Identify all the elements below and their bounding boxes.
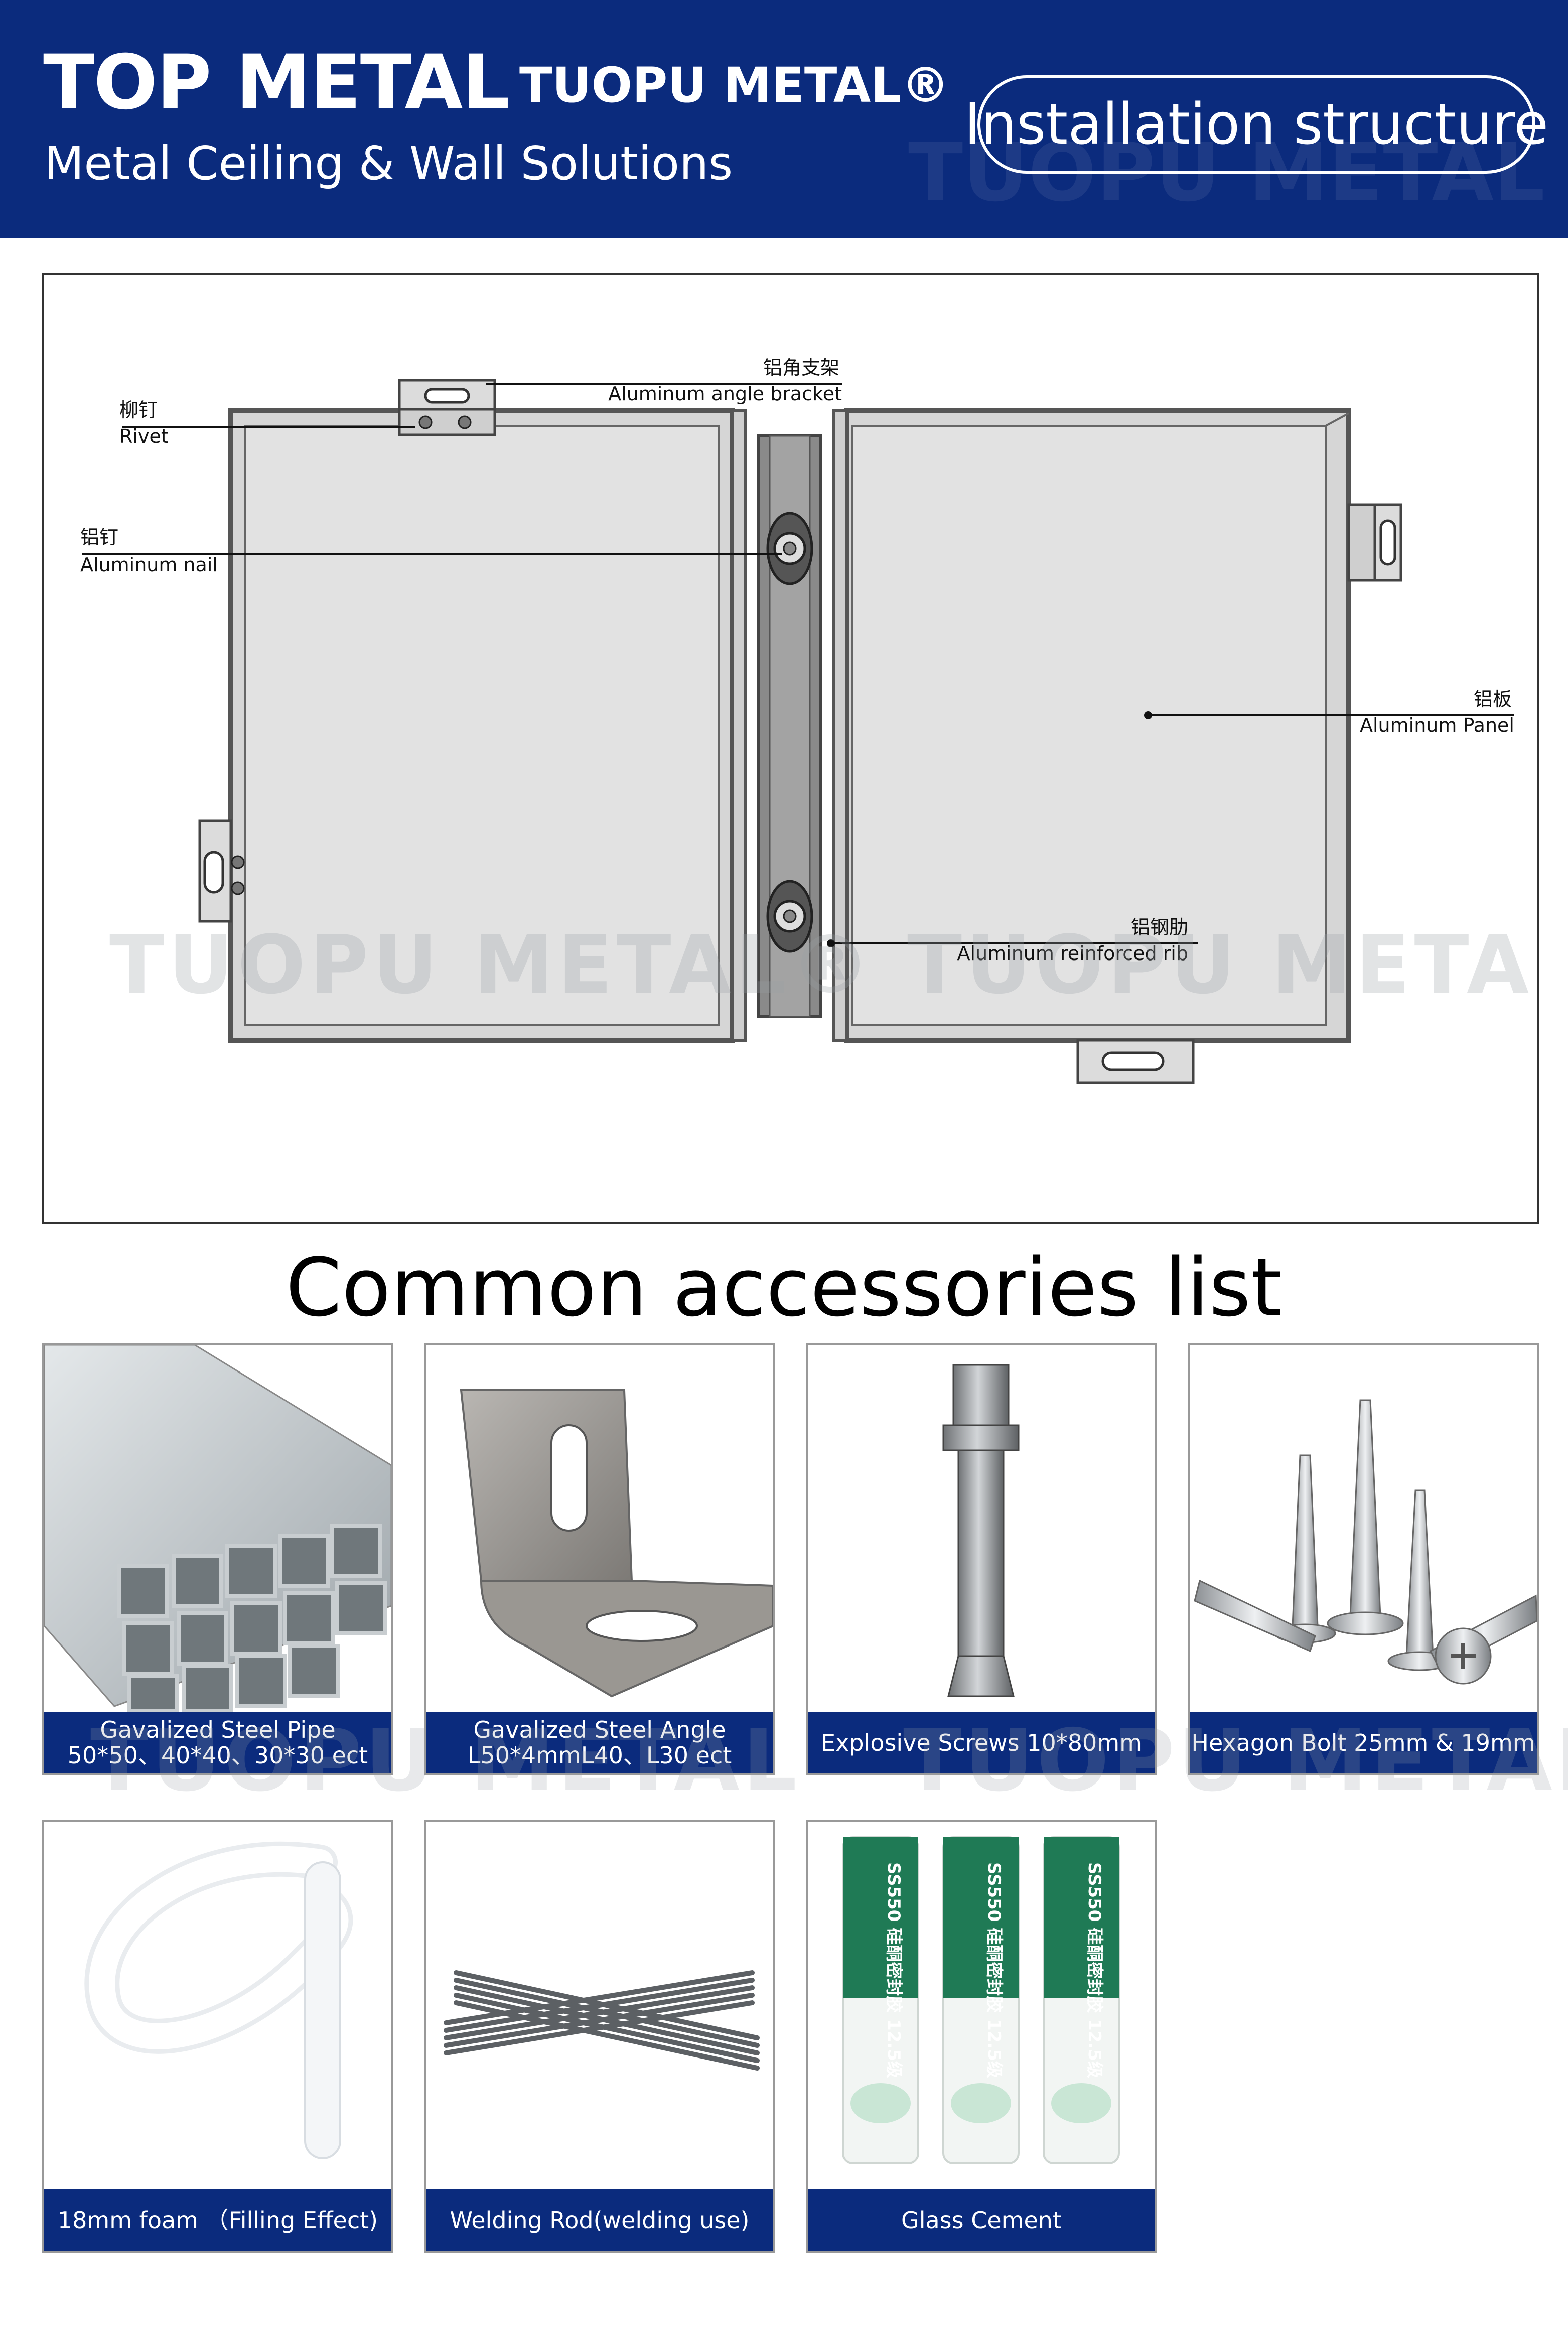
rib-bolt-top [766,512,813,585]
accessory-card-explosive-screws: Explosive Screws 10*80mm [806,1343,1157,1775]
tube-label: SS550 硅酮密封胶 12.5级 [884,1862,904,2078]
accessory-caption: Glass Cement [808,2189,1155,2251]
accessories-watermark-right: TUOPU METAL [903,1711,1568,1811]
accessory-caption: Gavalized Steel Angle L50*4mmL40、L30 ect [426,1712,773,1773]
tube-label: SS550 硅酮密封胶 12.5级 [984,1862,1004,2078]
accessory-card-glass-cement: SS550 硅酮密封胶 12.5级 SS550 硅酮密封胶 12.5级 SS55… [806,1820,1157,2253]
center-frame-right [832,409,848,1042]
accessory-name: Explosive Screws 10*80mm [821,1729,1142,1756]
brand-tagline: Metal Ceiling & Wall Solutions [44,136,733,190]
diagram-watermark-left: TUOPU METAL® [109,918,875,1012]
section-pill: Installation structure [964,75,1548,174]
installation-diagram: 铝角支架 Aluminum angle bracket 柳钉 Rivet 铝钉 … [42,273,1539,1224]
tube-label: SS550 硅酮密封胶 12.5级 [1084,1862,1104,2078]
accessories-watermark-left: TUOPU METAL [90,1711,800,1811]
welding-rods-icon [444,1970,760,2071]
accessory-name: Welding Rod(welding use) [450,2206,750,2234]
accessory-caption: Explosive Screws 10*80mm [808,1712,1155,1773]
sealant-tube: SS550 硅酮密封胶 12.5级 [842,1836,919,2164]
rib-label: Aluminum reinforced rib [957,942,1188,965]
nail-label-cn: 铝钉 [80,526,118,548]
leader-lines [82,383,1514,944]
bracket-label-cn: 铝角支架 [763,357,839,379]
angle-bracket-right [1347,503,1402,582]
rib-label-cn: 铝钢肋 [1131,916,1188,938]
panel-label-cn: 铝板 [1474,688,1512,710]
center-frame-left [731,409,747,1042]
sealant-tubes-icon: SS550 硅酮密封胶 12.5级 SS550 硅酮密封胶 12.5级 SS55… [842,1836,1120,2164]
rib-bolt-bottom [766,880,813,953]
accessory-name: 18mm foam （Filling Effect) [57,2206,378,2234]
angle-bracket-left [198,819,245,923]
rib-pointer-dot [827,939,835,947]
accessory-caption: Gavalized Steel Pipe 50*50、40*40、30*30 e… [44,1712,391,1773]
screws-icon [1194,1399,1537,1685]
accessory-spec: 50*50、40*40、30*30 ect [67,1742,368,1769]
accessory-name: Gavalized Steel Angle [473,1716,726,1744]
bracket-label: Aluminum angle bracket [608,383,842,405]
accessory-name: Glass Cement [901,2206,1062,2234]
diagram-watermark-right: TUOPU METAL® [907,918,1537,1012]
accessories-title: Common accessories list [286,1241,1282,1334]
accessory-caption: 18mm foam （Filling Effect) [44,2189,391,2251]
accessory-card-steel-angle: Gavalized Steel Angle L50*4mmL40、L30 ect [424,1343,775,1775]
accessory-card-steel-pipe: Gavalized Steel Pipe 50*50、40*40、30*30 e… [42,1343,393,1775]
brand-name-secondary: TUOPU METAL® [519,57,950,113]
angle-bracket-bottom [1076,1039,1195,1084]
panel-label: Aluminum Panel [1360,714,1514,736]
accessory-spec: L50*4mmL40、L30 ect [467,1742,732,1769]
panel-bevel [1325,412,1349,427]
accessory-name: Gavalized Steel Pipe [100,1716,336,1744]
rivet-label-cn: 柳钉 [119,399,158,421]
accessory-card-welding-rod: Welding Rod(welding use) [424,1820,775,2253]
section-title: Installation structure [964,92,1549,157]
steel-angle-bracket-icon [460,1389,773,1698]
brand-name: TOP METAL [43,39,510,126]
rivet-label: Rivet [119,425,169,447]
panel-pointer-dot [1144,711,1152,719]
accessory-card-hexagon-bolt: Hexagon Bolt 25mm & 19mm [1188,1343,1539,1775]
header-banner: TUOPU METAL TOP METAL TUOPU METAL® Metal… [0,0,1568,238]
right-panel-face [851,425,1327,1026]
accessory-caption: Hexagon Bolt 25mm & 19mm [1190,1712,1537,1773]
expansion-bolt-icon [942,1364,1020,1697]
angle-bracket-top [398,379,496,436]
foam-rod-icon [84,1841,353,2159]
accessory-card-foam: 18mm foam （Filling Effect) [42,1820,393,2253]
accessory-name: Hexagon Bolt 25mm & 19mm [1191,1729,1535,1756]
sealant-tube: SS550 硅酮密封胶 12.5级 [942,1836,1020,2164]
installation-diagram-svg: 铝角支架 Aluminum angle bracket 柳钉 Rivet 铝钉 … [80,357,1537,1084]
steel-pipe-bundle-icon [44,1345,391,1712]
sealant-tube: SS550 硅酮密封胶 12.5级 [1043,1836,1120,2164]
nail-label: Aluminum nail [80,554,218,576]
accessory-caption: Welding Rod(welding use) [426,2189,773,2251]
